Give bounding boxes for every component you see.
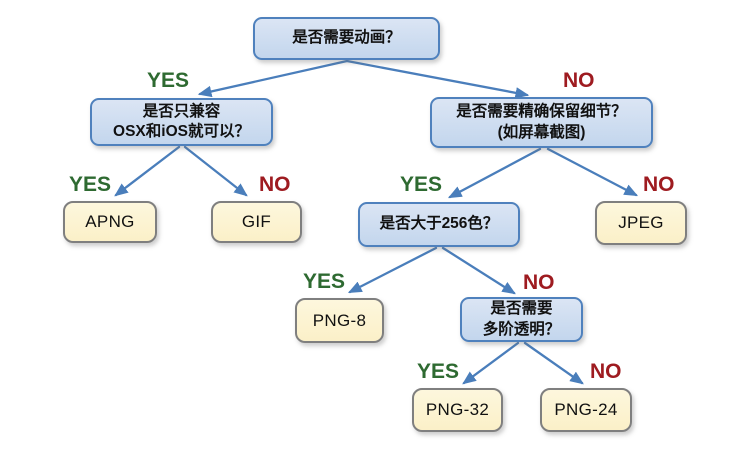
node-result-jpeg-label: JPEG [618, 213, 664, 232]
edge-label-compat-no: NO [259, 173, 291, 196]
edge-animation-yes-arrow [197, 59, 349, 98]
node-result-png24: PNG-24 [540, 388, 632, 432]
edge-label-detail-yes: YES [400, 173, 443, 196]
node-result-png8-label: PNG-8 [312, 310, 367, 330]
edge-detail-no-arrow [546, 147, 639, 197]
node-question-detail-line2: (如屏幕截图) [497, 123, 586, 141]
node-question-detail: 是否需要精确保留细节？ (如屏幕截图) [430, 97, 653, 148]
edge-label-detail-no: NO [643, 173, 675, 196]
node-question-alpha-line2: 多阶透明？ [482, 320, 561, 338]
edge-label-256-yes: YES [303, 270, 346, 293]
edge-compat-yes-arrow [114, 145, 181, 197]
edge-alpha-yes-arrow [462, 341, 520, 385]
edge-label-animation-yes: YES [147, 69, 190, 92]
node-question-animation-label: 是否需要动画？ [292, 29, 401, 47]
node-result-png32: PNG-32 [412, 388, 503, 432]
edge-label-alpha-no: NO [590, 360, 622, 383]
edge-label-animation-no: NO [563, 69, 595, 92]
node-question-alpha: 是否需要 多阶透明？ [460, 297, 583, 342]
node-question-detail-line1: 是否需要精确保留细节？ [456, 103, 627, 121]
edge-detail-yes-arrow [447, 147, 542, 199]
node-result-jpeg: JPEG [595, 201, 687, 245]
node-question-compat-line1: 是否只兼容 [142, 102, 221, 120]
edge-label-alpha-yes: YES [417, 360, 460, 383]
node-question-animation: 是否需要动画？ [253, 17, 440, 60]
edge-label-compat-yes: YES [69, 173, 112, 196]
edge-label-256-no: NO [523, 271, 555, 294]
edge-alpha-no-arrow [523, 341, 584, 385]
edge-animation-no-arrow [345, 59, 530, 99]
node-question-256colors-label: 是否大于256色？ [379, 215, 499, 233]
edge-256-no-arrow [441, 246, 516, 295]
node-result-png8: PNG-8 [295, 298, 384, 343]
node-result-gif: GIF [211, 201, 302, 243]
node-result-png32-label: PNG-32 [425, 400, 490, 419]
node-result-apng: APNG [63, 201, 157, 243]
node-result-png24-label: PNG-24 [554, 400, 618, 419]
edge-256-yes-arrow [347, 246, 438, 294]
edge-compat-no-arrow [183, 145, 248, 197]
node-result-gif-label: GIF [241, 212, 272, 231]
node-question-alpha-line1: 是否需要 [490, 300, 553, 318]
node-question-256colors: 是否大于256色？ [358, 202, 520, 247]
node-result-apng-label: APNG [85, 212, 135, 231]
node-question-compat: 是否只兼容 OSX和iOS就可以？ [90, 98, 273, 146]
node-question-compat-line2: OSX和iOS就可以？ [113, 123, 250, 140]
